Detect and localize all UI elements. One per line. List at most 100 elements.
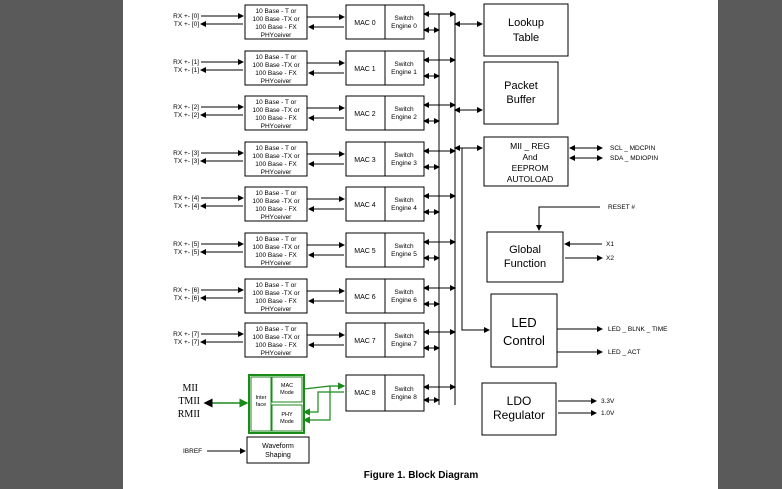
led-blink-label: LED _ BLNK _ TIME [608,326,668,333]
phyceiver-label: PHYceiver [261,350,293,357]
switch-engine-label: Switch [394,243,414,250]
phyceiver-label: 100 Base -TX or [252,290,300,297]
mac-mode-label: Mode [280,390,294,396]
phyceiver-label: 100 Base - FX [255,115,297,122]
global-function-label: Function [504,258,546,270]
phyceiver-label: PHYceiver [261,260,293,267]
switch-engine-box [384,141,425,177]
switch-engine-label: Switch [394,106,414,113]
main-blocks: Lookup Table Packet Buffer MII _ REG And… [178,3,668,481]
tx-label: TX +- [4] [174,203,199,210]
led-feed-arrow [461,148,490,333]
mac-mode-label: MAC [281,383,293,389]
lookup-table-label: Lookup [508,17,544,29]
phyceiver-label: PHYceiver [261,32,293,39]
ibref-label: IBREF [183,448,202,455]
phy-mode-label: Mode [280,419,294,425]
tx-label: TX +- [7] [174,339,199,346]
sda-label: SDA _ MDIOPIN [610,155,658,162]
phyceiver-label: 10 Base - T or [256,54,298,61]
tx-label: TX +- [5] [174,249,199,256]
tx-label: TX +- [6] [174,295,199,302]
switch-engine-label: Engine 5 [391,251,417,258]
switch-engine-label: Switch [394,333,414,340]
mac-label: MAC 0 [354,20,376,27]
mac-label: MAC 2 [354,111,376,118]
switch-engine-label: Engine 4 [391,205,417,212]
mac-box [345,186,386,222]
rx-label: RX +- [6] [173,287,199,294]
phyceiver-box [244,4,308,40]
interface-inner-box [250,376,272,432]
phyceiver-box [244,322,308,358]
mode-rmii: RMII [178,409,200,420]
phyceiver-label: PHYceiver [261,214,293,221]
reset-arrow [536,206,600,231]
switch-engine-label: Switch [394,61,414,68]
lookup-table-label: Table [513,32,539,44]
phyceiver-box [244,278,308,314]
phyceiver-label: 100 Base -TX or [252,16,300,23]
phyceiver-label: PHYceiver [261,123,293,130]
mii-reg-box [483,136,569,187]
mac-mode-arrow [303,382,346,390]
phyceiver-label: 100 Base -TX or [252,198,300,205]
interface-label: Inter [255,395,266,401]
mac-label: MAC 7 [354,338,376,345]
mac-mode-box [271,376,303,403]
phyceiver-label: 10 Base - T or [256,145,298,152]
scl-label: SCL _ MDCPIN [610,145,656,152]
switch-engine-label: Engine 7 [391,341,417,348]
phyceiver-label: 10 Base - T or [256,8,298,15]
reset-label: RESET # [608,204,635,211]
x2-label: X2 [606,255,614,262]
mac-box [345,278,386,314]
phyceiver-box [244,50,308,86]
phyceiver-label: 100 Base -TX or [252,62,300,69]
global-function-box [486,231,564,283]
tx-label: TX +- [2] [174,112,199,119]
ldo-label: Regulator [493,408,545,422]
phyceiver-label: 100 Base - FX [255,206,297,213]
phyceiver-label: 100 Base - FX [255,298,297,305]
rx-label: RX +- [5] [173,241,199,248]
phyceiver-label: 100 Base - FX [255,252,297,259]
mac-label: MAC 3 [354,157,376,164]
mii-reg-label: EEPROM [512,163,549,173]
waveform-label: Waveform [262,443,294,450]
phyceiver-box [244,232,308,268]
packet-buffer-label: Buffer [506,94,535,106]
mac-box [345,4,386,40]
rx-label: RX +- [7] [173,331,199,338]
mode-tmii: TMII [178,396,200,407]
phyceiver-label: 100 Base -TX or [252,334,300,341]
phy-mode-arrow-1 [302,391,344,416]
mac-label: MAC 5 [354,248,376,255]
ldo-regulator-box [481,382,557,436]
phyceiver-label: PHYceiver [261,78,293,85]
v10-label: 1.0V [601,410,615,417]
phyceiver-label: 100 Base - FX [255,342,297,349]
switch-engine-label: Switch [394,289,414,296]
rx-label: RX +- [3] [173,150,199,157]
switch-engine-box [384,95,425,131]
packet-buffer-box [483,61,559,125]
mac-label: MAC 4 [354,202,376,209]
switch-engine-box [384,186,425,222]
switch-engine-label: Switch [394,15,414,22]
switch-engine-label: Engine 1 [391,69,417,76]
phyceiver-label: 100 Base -TX or [252,107,300,114]
mac-box [345,141,386,177]
ldo-label: LDO [507,394,532,408]
figure-caption: Figure 1. Block Diagram [364,470,479,481]
mac-label: MAC 1 [354,66,376,73]
switch-engine-box [384,322,425,358]
mac-8-box [345,374,386,412]
phyceiver-label: 10 Base - T or [256,99,298,106]
led-control-label: Control [503,333,545,348]
phyceiver-label: 10 Base - T or [256,190,298,197]
rx-label: RX +- [2] [173,104,199,111]
v33-label: 3.3V [601,398,615,405]
mac-box [345,322,386,358]
